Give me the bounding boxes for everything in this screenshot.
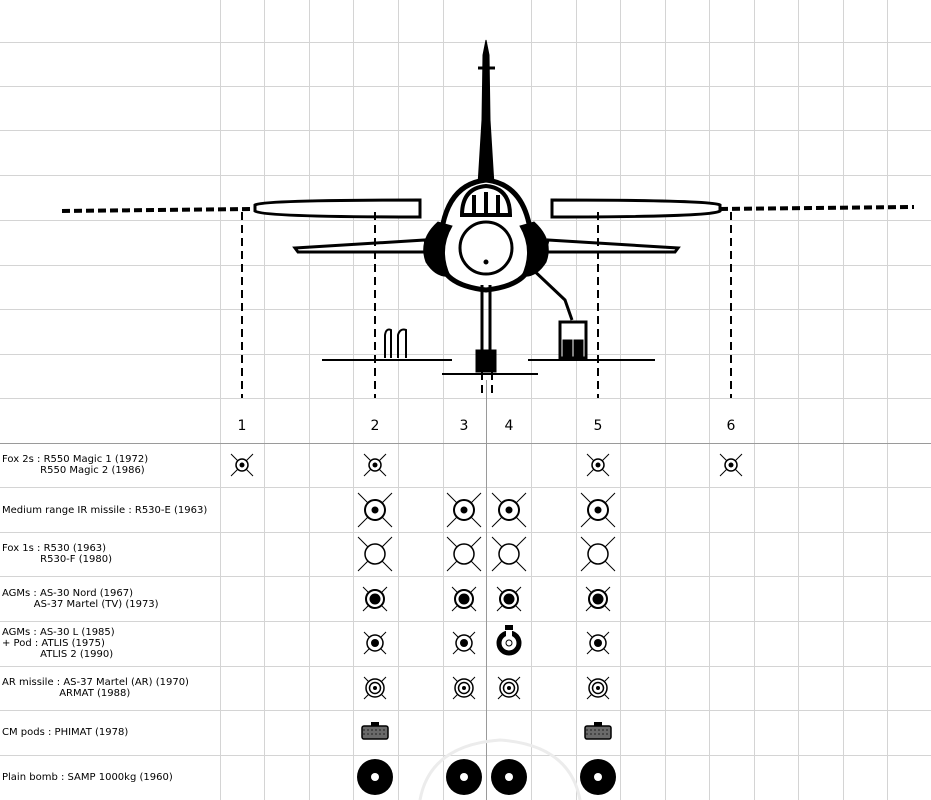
open-target-icon: [580, 536, 616, 572]
bomb-icon: [580, 759, 616, 795]
weapon-row-label: AR missile : AS-37 Martel (AR) (1970) AR…: [2, 677, 189, 699]
weapon-row-text: Plain bomb : SAMP 1000kg (1960): [2, 771, 173, 783]
weapon-row-label: CM pods : PHIMAT (1978): [2, 727, 128, 738]
ring-target-icon: [452, 676, 476, 700]
bomb-icon: [491, 759, 527, 795]
bomb-icon: [357, 759, 393, 795]
ring-target-icon: [497, 676, 521, 700]
filled-target-icon: [362, 586, 388, 612]
pod-icon: [584, 722, 612, 740]
weapon-row-text: Fox 2s : R550 Magic 1 (1972): [2, 454, 149, 465]
atlis-pod-icon: [496, 625, 522, 656]
station-number-4: 4: [504, 418, 514, 434]
station-number-2: 2: [370, 418, 380, 434]
weapon-row-label: Fox 2s : R550 Magic 1 (1972) R550 Magic …: [2, 454, 148, 476]
small-dot-target-icon: [586, 453, 610, 477]
faint-circle: [418, 738, 582, 800]
dot-target-icon: [491, 492, 527, 528]
small-filled-target-icon: [452, 631, 476, 655]
weapon-row-label: AGMs : AS-30 L (1985)+ Pod : ATLIS (1975…: [2, 627, 115, 660]
weapon-row-text: CM pods : PHIMAT (1978): [2, 726, 129, 738]
weapon-row-text: AS-37 Martel (TV) (1973): [2, 599, 159, 610]
weapon-row-text: + Pod : ATLIS (1975): [2, 637, 105, 649]
ring-target-icon: [586, 676, 610, 700]
dot-target-icon: [580, 492, 616, 528]
filled-target-icon: [585, 586, 611, 612]
weapon-row-text: AR missile : AS-37 Martel (AR) (1970): [2, 677, 189, 688]
weapon-row-label: AGMs : AS-30 Nord (1967) AS-37 Martel (T…: [2, 588, 159, 610]
weapon-row-text: AGMs : AS-30 L (1985): [2, 626, 115, 638]
weapon-row-text: ATLIS 2 (1990): [2, 648, 114, 660]
weapon-row-label: Fox 1s : R530 (1963) R530-F (1980): [2, 543, 112, 565]
station-lines: [241, 212, 732, 398]
station-number-3: 3: [459, 418, 469, 434]
weapon-symbols: [230, 453, 743, 795]
pod-icon: [361, 722, 389, 740]
weapon-row-text: AGMs : AS-30 Nord (1967): [2, 588, 133, 599]
weapon-row-label: Plain bomb : SAMP 1000kg (1960): [2, 772, 173, 783]
small-filled-target-icon: [586, 631, 610, 655]
weapon-row-text: R530-F (1980): [2, 554, 112, 565]
open-target-icon: [491, 536, 527, 572]
filled-target-icon: [451, 586, 477, 612]
weapon-row-label: Medium range IR missile : R530-E (1963): [2, 505, 207, 516]
station-number-1: 1: [237, 418, 247, 434]
weapon-row-text: ARMAT (1988): [2, 688, 131, 699]
filled-target-icon: [496, 586, 522, 612]
aircraft-front-view: [61, 39, 915, 375]
small-dot-target-icon: [230, 453, 254, 477]
open-target-icon: [357, 536, 393, 572]
open-target-icon: [446, 536, 482, 572]
small-filled-target-icon: [363, 631, 387, 655]
dot-target-icon: [446, 492, 482, 528]
small-dot-target-icon: [719, 453, 743, 477]
station-number-6: 6: [726, 418, 736, 434]
ring-target-icon: [363, 676, 387, 700]
weapon-row-text: R550 Magic 2 (1986): [2, 465, 145, 476]
bomb-icon: [446, 759, 482, 795]
small-dot-target-icon: [363, 453, 387, 477]
station-number-5: 5: [593, 418, 603, 434]
weapon-row-text: Medium range IR missile : R530-E (1963): [2, 504, 208, 516]
weapon-row-text: Fox 1s : R530 (1963): [2, 543, 107, 554]
dot-target-icon: [357, 492, 393, 528]
